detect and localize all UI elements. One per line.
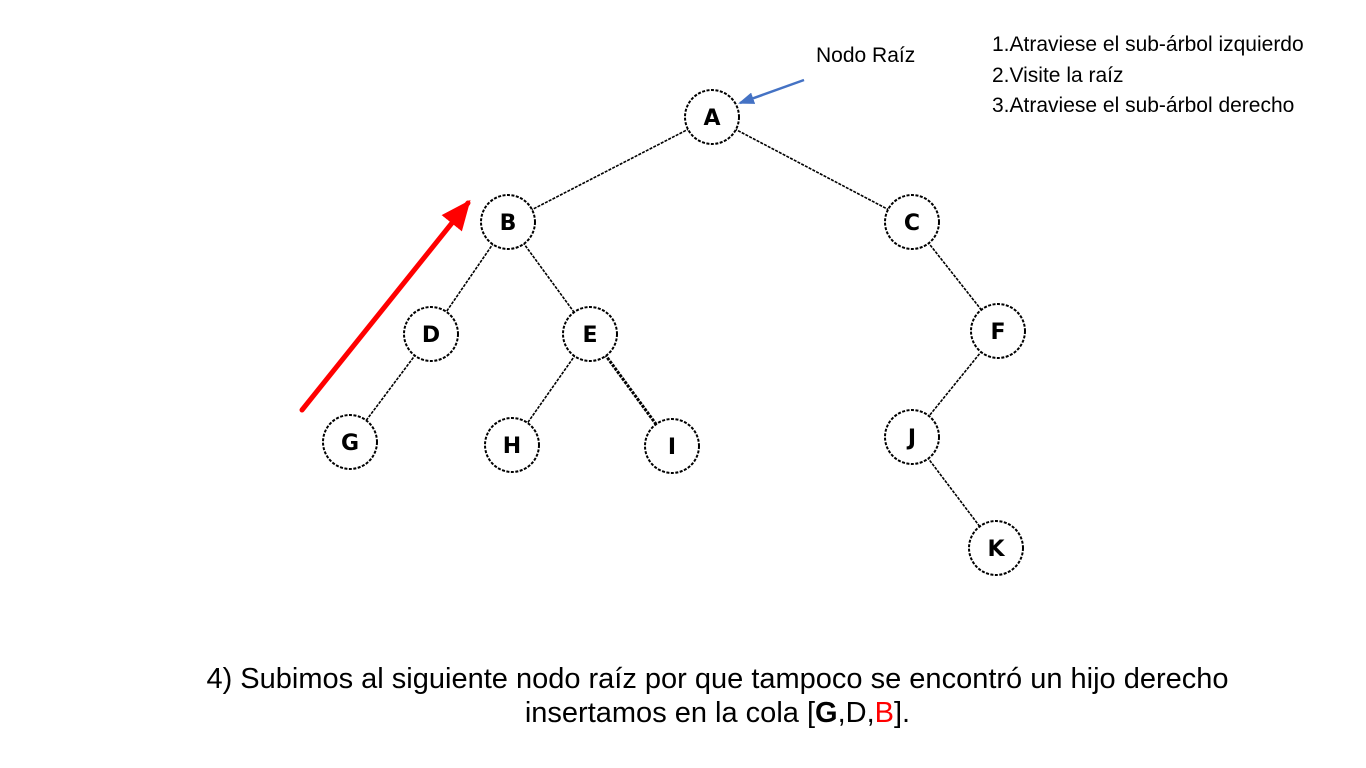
node-label: J	[906, 426, 916, 451]
root-pointer-arrow	[738, 78, 805, 105]
caption-suffix: ].	[894, 697, 911, 729]
tree-node-g: G	[322, 414, 378, 470]
tree-node-e: E	[562, 306, 618, 362]
node-label: D	[422, 323, 440, 348]
node-label: C	[904, 211, 920, 236]
inorder-steps: 1.Atraviese el sub-árbol izquierdo 2.Vis…	[992, 30, 1304, 122]
queue-item-b: B	[874, 697, 894, 729]
tree-node-i: I	[644, 418, 700, 474]
node-label: B	[500, 211, 517, 236]
tree-node-j: J	[884, 409, 940, 465]
queue-item-d: D	[845, 697, 867, 729]
tree-node-c: C	[884, 194, 940, 250]
node-label: A	[703, 106, 720, 131]
tree-node-f: F	[970, 303, 1026, 359]
traversal-arrow	[299, 199, 471, 413]
tree-node-a: A	[684, 89, 740, 145]
queue-item-g: G	[815, 697, 838, 729]
caption: 4) Subimos al siguiente nodo raíz por qu…	[160, 662, 1275, 730]
step-1: 1.Atraviese el sub-árbol izquierdo	[992, 33, 1304, 56]
step-3: 3.Atraviese el sub-árbol derecho	[992, 94, 1295, 117]
caption-line-1: 4) Subimos al siguiente nodo raíz por qu…	[206, 663, 1229, 695]
root-node-label: Nodo Raíz	[816, 44, 916, 67]
node-label: F	[990, 320, 1005, 345]
tree-node-h: H	[484, 417, 540, 473]
tree-node-k: K	[968, 520, 1024, 576]
edge-a-b	[507, 116, 713, 223]
node-label: K	[987, 537, 1005, 562]
caption-line-2: insertamos en la cola [G,D,B].	[524, 697, 911, 729]
node-label: H	[503, 434, 521, 459]
tree-node-d: D	[403, 306, 459, 362]
node-label: I	[668, 435, 676, 460]
node-label: G	[341, 431, 359, 456]
tree-node-b: B	[480, 194, 536, 250]
step-2: 2.Visite la raíz	[992, 63, 1124, 87]
caption-prefix: insertamos en la cola [	[524, 697, 816, 729]
edge-a-c	[711, 116, 913, 223]
node-label: E	[582, 323, 597, 348]
